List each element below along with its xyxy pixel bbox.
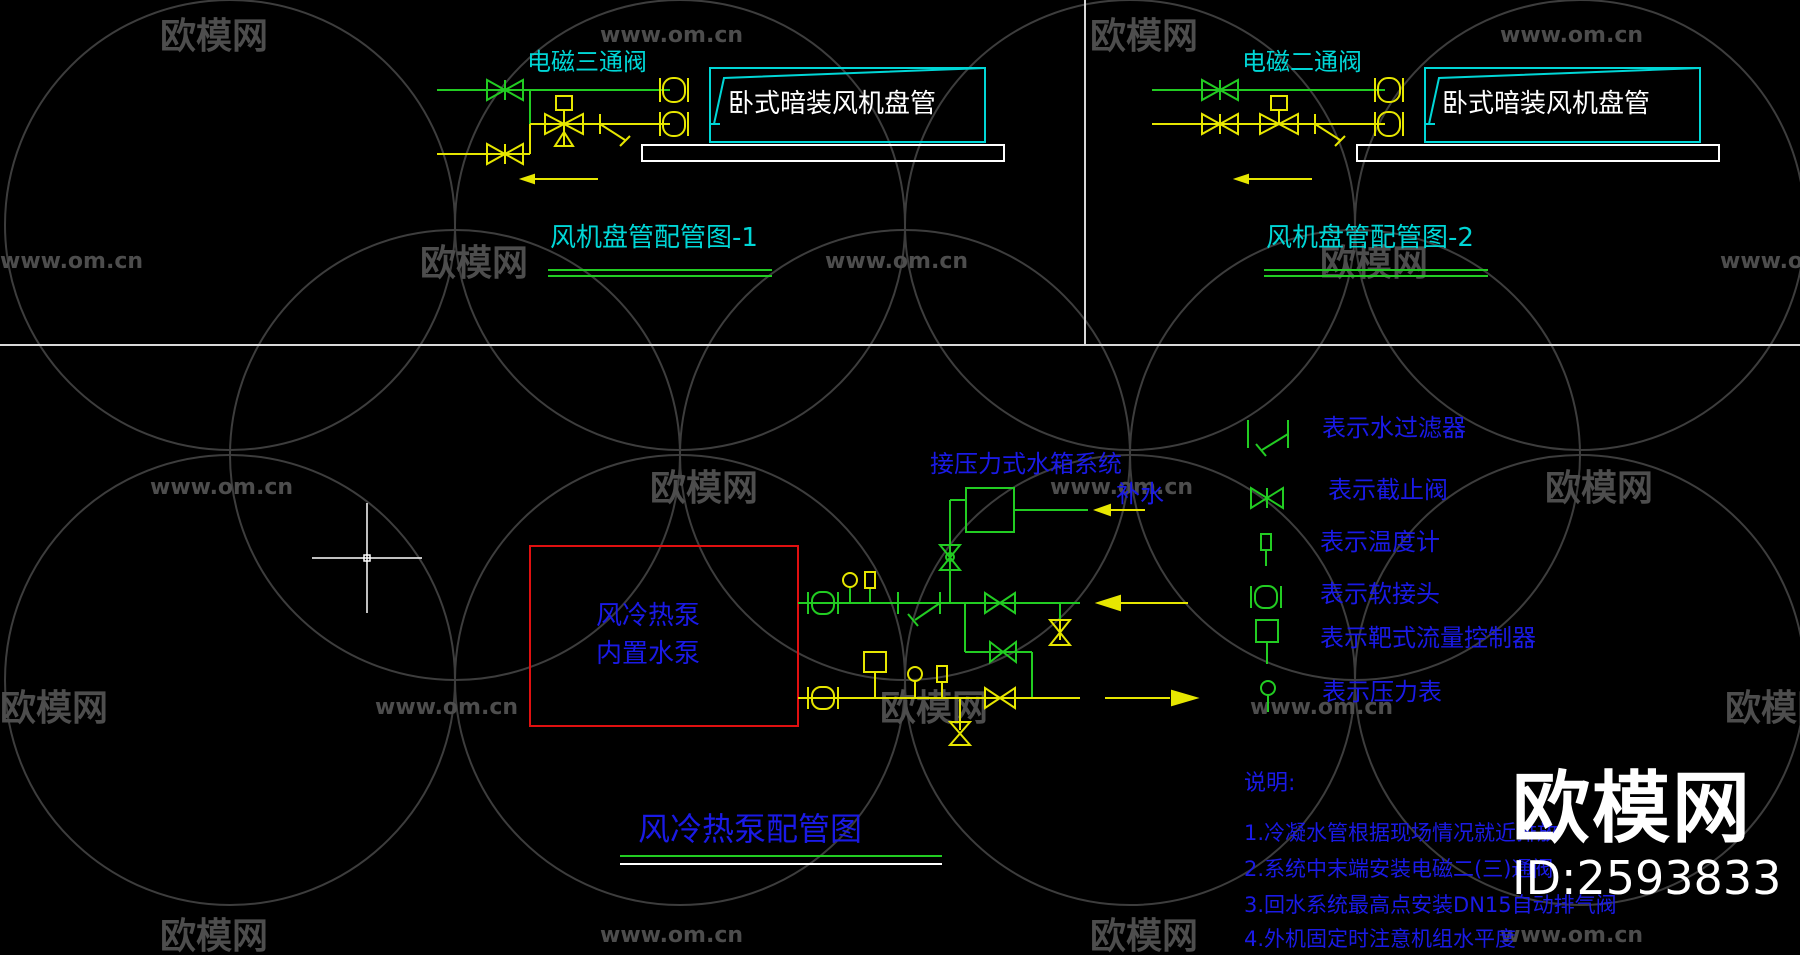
watermark-url: www.om.cn — [150, 475, 293, 500]
check-valve-icon — [937, 544, 963, 571]
watermark-id: ID:2593833 — [1512, 851, 1782, 905]
watermark-brand: 欧模网 — [1725, 688, 1800, 729]
watermark-brand: 欧模网 — [0, 688, 108, 729]
flow-switch-icon — [1255, 619, 1279, 664]
flex-joint-icon — [1250, 585, 1282, 609]
notes-item: 4.外机固定时注意机组水平度 — [1244, 927, 1516, 951]
watermark-brand: 欧模网 — [1090, 916, 1198, 955]
watermark-circles — [4, 0, 1800, 906]
fan-coil-unit — [709, 67, 986, 143]
flow-switch-icon — [863, 651, 887, 673]
diagram-caption: 风冷热泵配管图 — [638, 810, 862, 848]
stop-valve-icon — [1201, 78, 1239, 102]
watermark-brand-logo: 欧模网 — [1512, 764, 1753, 854]
legend-label: 表示软接头 — [1320, 580, 1440, 608]
notes-item: 1.冷凝水管根据现场情况就近排放 — [1244, 821, 1558, 845]
thermometer-icon — [864, 571, 948, 683]
filter-icon — [897, 592, 941, 627]
unit-label: 卧式暗装风机盘管 — [728, 89, 936, 119]
valve-label: 电磁二通阀 — [1242, 48, 1362, 76]
fan-coil-diagram-2[interactable]: 电磁二通阀 卧式暗装风 — [1152, 48, 1720, 277]
filter-icon — [1314, 114, 1346, 147]
heat-pump-diagram[interactable]: 风冷热泵 内置水泵 接压力式水箱系统 — [529, 450, 1200, 865]
two-way-valve-icon — [1259, 95, 1299, 136]
box-line-1: 风冷热泵 — [596, 601, 700, 631]
watermark-brand: 欧模网 — [880, 688, 988, 729]
watermark-brand: 欧模网 — [1545, 468, 1653, 509]
watermark-brand: 欧模网 — [160, 916, 268, 955]
watermark-url: www.om.cn — [1250, 695, 1393, 720]
stop-valve-icon — [1201, 112, 1239, 136]
box-line-2: 内置水泵 — [596, 639, 700, 669]
expansion-tank — [965, 487, 1015, 533]
filter-icon — [1247, 420, 1289, 457]
flow-arrow — [1232, 173, 1312, 185]
watermark-url: www.om.cn — [600, 923, 743, 948]
watermark-url: www.om.cn — [375, 695, 518, 720]
watermark-url: www.om.cn — [600, 23, 743, 48]
ceiling-line — [1356, 144, 1720, 162]
valve-label: 电磁三通阀 — [527, 48, 647, 76]
watermark-url: www.om.cn — [1500, 923, 1643, 948]
frame-dividers — [0, 0, 1800, 346]
stop-valve-icon — [947, 619, 1073, 746]
watermark-url: www.om.cn — [1500, 23, 1643, 48]
pressure-gauge-icon — [842, 572, 923, 682]
stop-valve-icon — [984, 591, 1017, 665]
pressure-gauge-icon — [1260, 680, 1276, 712]
watermark-url: www.om.cn — [0, 249, 143, 274]
stop-valve-icon — [486, 142, 524, 166]
flow-arrow — [518, 173, 598, 185]
flex-joint-icon — [807, 686, 839, 710]
legend-label: 表示靶式流量控制器 — [1320, 624, 1536, 652]
notes-item: 2.系统中末端安装电磁二(三)通阀 — [1244, 857, 1553, 881]
stop-valve-icon — [486, 78, 524, 102]
flex-joint-icon — [807, 591, 839, 615]
legend: 表示水过滤器 表示截止阀 表示温度计 表示软接头 表示靶式流量控制器 表示压力表 — [1247, 414, 1536, 712]
watermark-brand: 欧模网 — [420, 243, 528, 284]
notes-title: 说明: — [1244, 771, 1295, 796]
watermark-url: www.om.cn — [1720, 249, 1800, 274]
notes-item: 3.回水系统最高点安装DN15自动排气阀 — [1244, 893, 1617, 917]
flow-arrow — [1094, 594, 1200, 707]
filter-icon — [599, 114, 631, 147]
diagram-caption: 风机盘管配管图-1 — [550, 223, 758, 253]
watermark-brand: 欧模网 — [1090, 16, 1198, 57]
watermark-texts: 欧模网 www.om.cn 欧模网 www.om.cn www.om.cn 欧模… — [0, 16, 1800, 955]
legend-label: 表示截止阀 — [1328, 476, 1448, 504]
unit-label: 卧式暗装风机盘管 — [1442, 89, 1650, 119]
fan-coil-unit — [1424, 67, 1701, 143]
notes: 说明: 1.冷凝水管根据现场情况就近排放 2.系统中末端安装电磁二(三)通阀 3… — [1244, 771, 1617, 951]
watermark-url: www.om.cn — [1050, 475, 1193, 500]
supply-label: 补水 — [1116, 480, 1164, 508]
ceiling-line — [641, 144, 1005, 162]
tank-label: 接压力式水箱系统 — [930, 450, 1122, 478]
heat-pump-box[interactable] — [529, 545, 799, 727]
legend-label: 表示压力表 — [1322, 678, 1442, 706]
watermark-url: www.om.cn — [825, 249, 968, 274]
diagram-caption: 风机盘管配管图-2 — [1266, 223, 1474, 253]
stop-valve-icon — [1250, 486, 1284, 510]
thermometer-icon — [1260, 533, 1272, 566]
three-way-valve-icon — [544, 95, 584, 147]
fan-coil-diagram-1[interactable]: 电磁三通阀 — [437, 48, 1005, 277]
watermark-brand: 欧模网 — [160, 16, 268, 57]
cad-crosshair-cursor[interactable] — [312, 503, 422, 613]
legend-label: 表示水过滤器 — [1322, 414, 1466, 442]
legend-label: 表示温度计 — [1320, 528, 1440, 556]
supply-arrow — [1093, 503, 1145, 517]
flex-joint-icon — [1374, 77, 1404, 137]
watermark-brand: 欧模网 — [1320, 243, 1428, 284]
watermark-brand: 欧模网 — [650, 468, 758, 509]
flex-joint-icon — [659, 77, 689, 137]
